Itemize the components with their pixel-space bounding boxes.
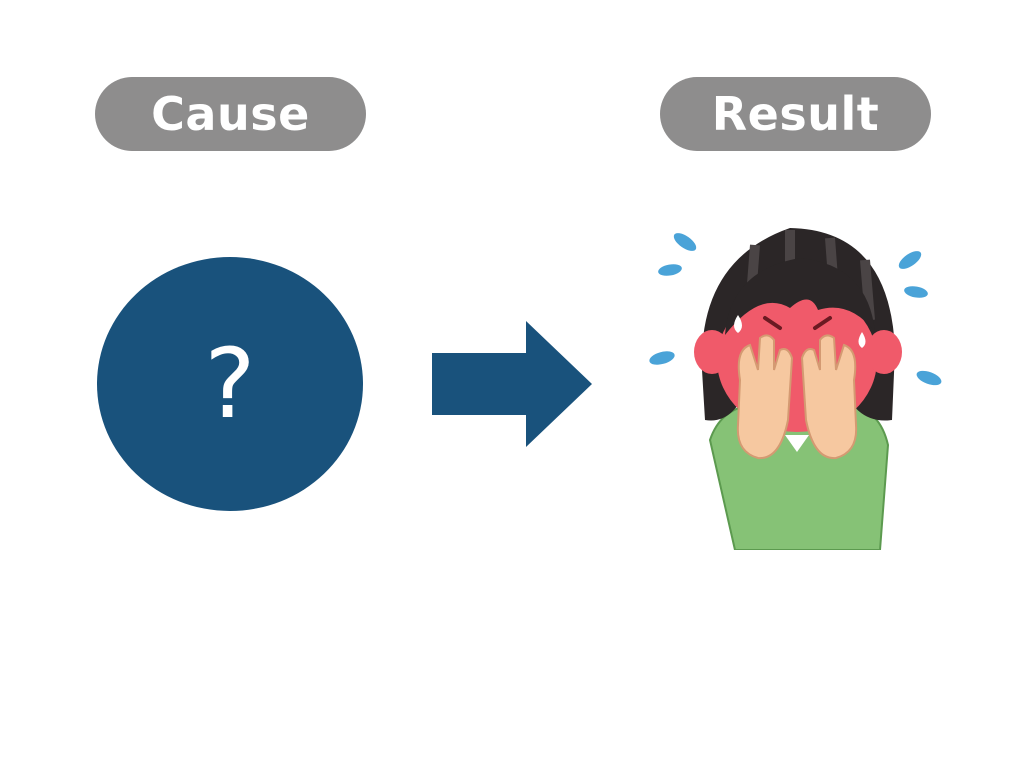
cause-unknown-node: ? <box>97 257 363 511</box>
question-mark-icon: ? <box>204 328 256 440</box>
cause-label: Cause <box>95 77 366 151</box>
right-arrow-icon <box>432 321 592 447</box>
crying-person-illustration <box>649 228 942 550</box>
tear-drops <box>649 233 942 386</box>
result-label: Result <box>660 77 931 151</box>
